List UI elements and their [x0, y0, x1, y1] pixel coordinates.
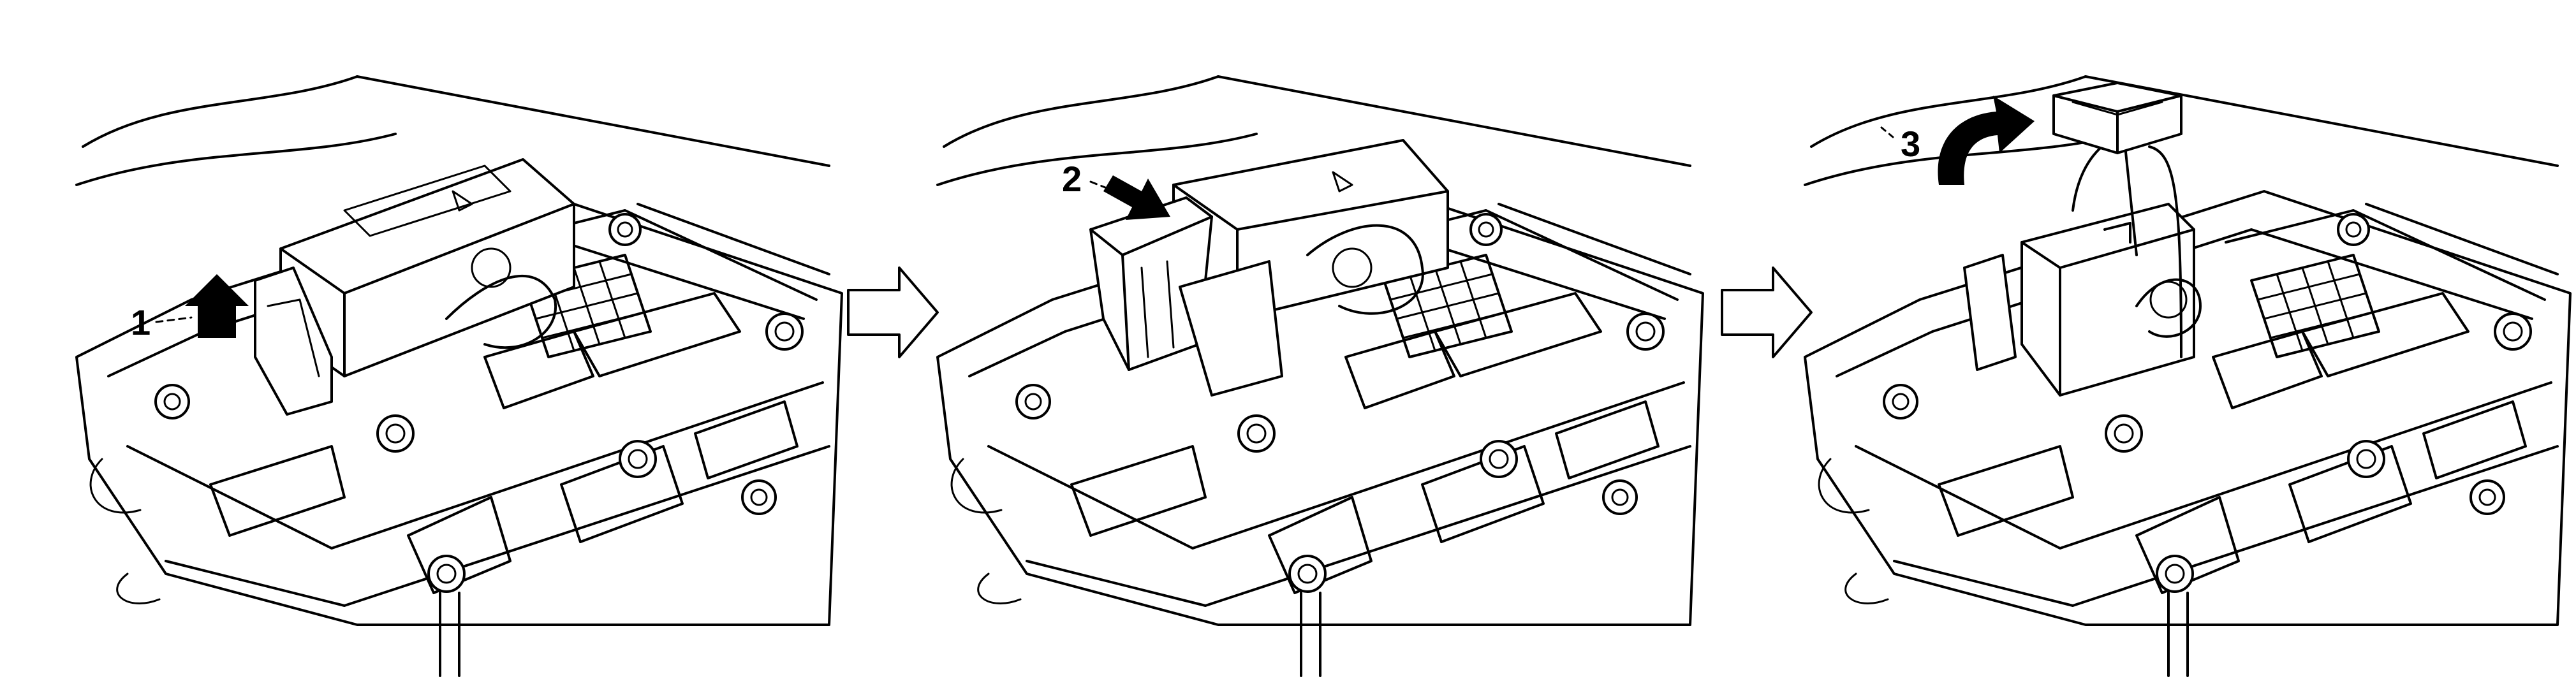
step-label: 2 — [1062, 159, 1082, 199]
hollow-right-arrow-icon — [847, 266, 939, 358]
step-3-panel: 3 — [1804, 75, 2572, 677]
step-1-panel: 1 — [75, 75, 843, 677]
step-2-panel: 2 — [936, 75, 1704, 677]
curved-arrow-icon — [1938, 96, 2035, 185]
step-label: 3 — [1901, 124, 1920, 164]
connector-body — [2020, 203, 2195, 397]
hollow-right-arrow-icon — [1721, 266, 1813, 358]
step-label: 1 — [131, 302, 151, 342]
up-arrow-icon — [185, 274, 249, 338]
push-arrow-icon — [1103, 175, 1170, 220]
